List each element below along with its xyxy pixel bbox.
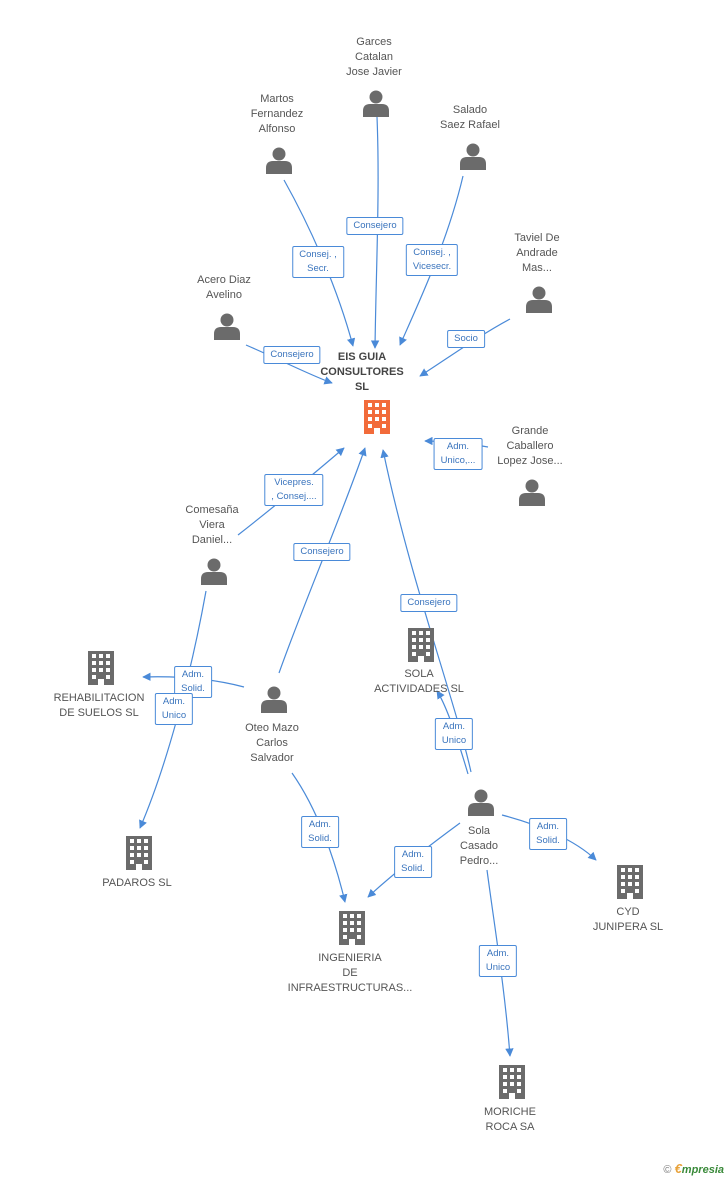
company-label-moriche[interactable]: MORICHE ROCA SA (484, 1106, 536, 1133)
copyright-symbol: © (663, 1164, 672, 1176)
person-icon-martos[interactable] (266, 147, 292, 175)
edge-label-sola-to-center[interactable]: Consejero (400, 594, 458, 612)
edge-label-salado-to-center[interactable]: Consej. , Vicesecr. (405, 244, 459, 276)
center-company-building-icon[interactable] (364, 400, 390, 434)
edge-label-grande-to-center[interactable]: Adm. Unico,... (433, 438, 483, 470)
edge-label-garces-to-center[interactable]: Consejero (346, 217, 404, 235)
person-label-garces[interactable]: Garces Catalan Jose Javier (346, 36, 402, 78)
person-icon-acero[interactable] (214, 313, 240, 341)
company-label-sola_act[interactable]: SOLA ACTIVIDADES SL (374, 668, 464, 695)
company-building-icon-padaros[interactable] (126, 836, 152, 870)
brand-logo-icon: € (674, 1161, 682, 1176)
brand-name: mpresia (681, 1164, 724, 1176)
company-building-icon-sola_act[interactable] (408, 628, 434, 662)
person-label-grande[interactable]: Grande Caballero Lopez Jose... (497, 425, 563, 467)
edge-label-comesana-to-center[interactable]: Vicepres. , Consej.... (264, 474, 324, 506)
company-label-rehab[interactable]: REHABILITACION DE SUELOS SL (53, 692, 145, 719)
edge-label-acero-to-center[interactable]: Consejero (263, 346, 321, 364)
company-building-icon-ingenieria[interactable] (339, 911, 365, 945)
edge-label-sola-to-sola_act[interactable]: Adm. Unico (434, 718, 474, 750)
company-label-padaros[interactable]: PADAROS SL (102, 877, 172, 889)
company-building-icon-cyd[interactable] (617, 865, 643, 899)
person-icon-grande[interactable] (519, 479, 545, 507)
edge-label-oteo-to-center[interactable]: Consejero (293, 543, 351, 561)
person-icon-garces[interactable] (363, 90, 389, 118)
company-label-cyd[interactable]: CYD JUNIPERA SL (592, 906, 664, 933)
footer-credit: © €mpresia (663, 1161, 724, 1176)
edge-label-comesana-to-padaros[interactable]: Adm. Unico (154, 693, 194, 725)
edge-acero-to-center (245, 344, 333, 385)
person-label-sola[interactable]: Sola Casado Pedro... (459, 825, 499, 867)
person-label-acero[interactable]: Acero Diaz Avelino (197, 274, 251, 301)
person-label-martos[interactable]: Martos Fernandez Alfonso (250, 93, 304, 135)
person-icon-taviel[interactable] (526, 286, 552, 314)
person-label-oteo[interactable]: Oteo Mazo Carlos Salvador (245, 722, 299, 764)
edge-label-martos-to-center[interactable]: Consej. , Secr. (292, 246, 344, 278)
edge-label-taviel-to-center[interactable]: Socio (447, 330, 485, 348)
edge-label-sola-to-ingenieria[interactable]: Adm. Solid. (394, 846, 432, 878)
company-building-icon-moriche[interactable] (499, 1065, 525, 1099)
person-icon-oteo[interactable] (261, 686, 287, 714)
person-label-taviel[interactable]: Taviel De Andrade Mas... (514, 232, 560, 274)
edge-label-oteo-to-rehab[interactable]: Adm. Solid. (174, 666, 212, 698)
center-company-label[interactable]: EIS GUIA CONSULTORES SL (320, 351, 404, 393)
person-icon-comesana[interactable] (201, 558, 227, 586)
person-label-comesana[interactable]: Comesaña Viera Daniel... (185, 504, 239, 546)
edge-label-sola-to-cyd[interactable]: Adm. Solid. (529, 818, 567, 850)
edge-label-oteo-to-ingenieria[interactable]: Adm. Solid. (301, 816, 339, 848)
person-label-salado[interactable]: Salado Saez Rafael (440, 104, 500, 131)
person-icon-sola[interactable] (468, 789, 494, 817)
edge-label-sola-to-moriche[interactable]: Adm. Unico (478, 945, 518, 977)
company-building-icon-rehab[interactable] (88, 651, 114, 685)
person-icon-salado[interactable] (460, 143, 486, 171)
company-label-ingenieria[interactable]: INGENIERIA DE INFRAESTRUCTURAS... (287, 952, 413, 994)
